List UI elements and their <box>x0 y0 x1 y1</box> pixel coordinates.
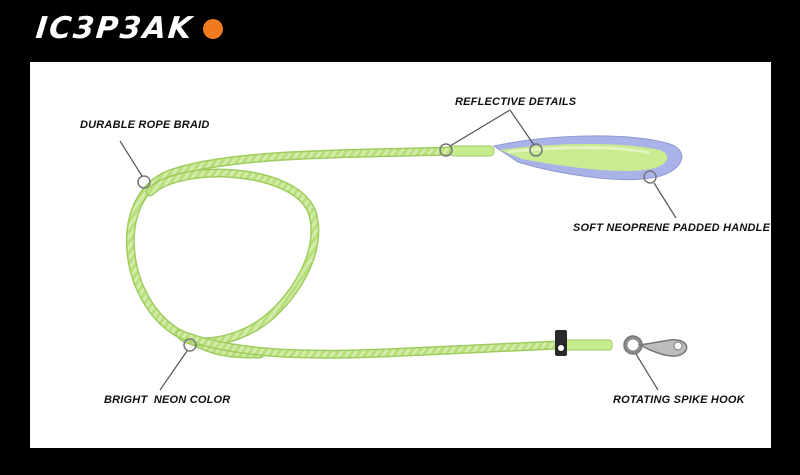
callout-label-handle: SOFT NEOPRENE PADDED HANDLE <box>573 222 771 234</box>
leader-line-reflective-right <box>509 109 535 146</box>
callout-marker-hook <box>623 335 643 355</box>
leader-line-hook <box>635 353 659 391</box>
logo-orange-dot-icon <box>203 19 224 39</box>
rope-loop-section <box>145 168 320 347</box>
callout-label-rope-braid: DURABLE ROPE BRAID <box>80 119 210 131</box>
leader-line-rope-braid <box>119 140 143 177</box>
callout-marker-reflective-right <box>529 143 543 157</box>
callout-marker-neon <box>183 338 197 352</box>
reflective-sleeve <box>449 145 495 157</box>
brand-tag <box>555 330 567 356</box>
header-bar: IC3P3AK <box>0 0 800 60</box>
callout-marker-reflective-left <box>439 143 453 157</box>
swivel-ring-icon <box>624 336 642 354</box>
leader-line-reflective-left <box>449 109 511 147</box>
leader-line-handle <box>653 182 677 219</box>
callout-label-hook: ROTATING SPIKE HOOK <box>613 394 745 406</box>
logo-wordmark: IC3P3AK <box>34 11 196 46</box>
product-panel: DURABLE ROPE BRAID REFLECTIVE DETAILS SO… <box>30 62 771 448</box>
callout-label-reflective: REFLECTIVE DETAILS <box>455 96 577 108</box>
brand-logo: IC3P3AK <box>34 11 224 46</box>
callout-label-neon: BRIGHT NEON COLOR <box>104 394 231 406</box>
leader-line-neon <box>159 350 188 391</box>
callout-marker-handle <box>643 170 657 184</box>
callout-marker-rope-braid <box>137 175 151 189</box>
leash-illustration <box>119 109 688 391</box>
